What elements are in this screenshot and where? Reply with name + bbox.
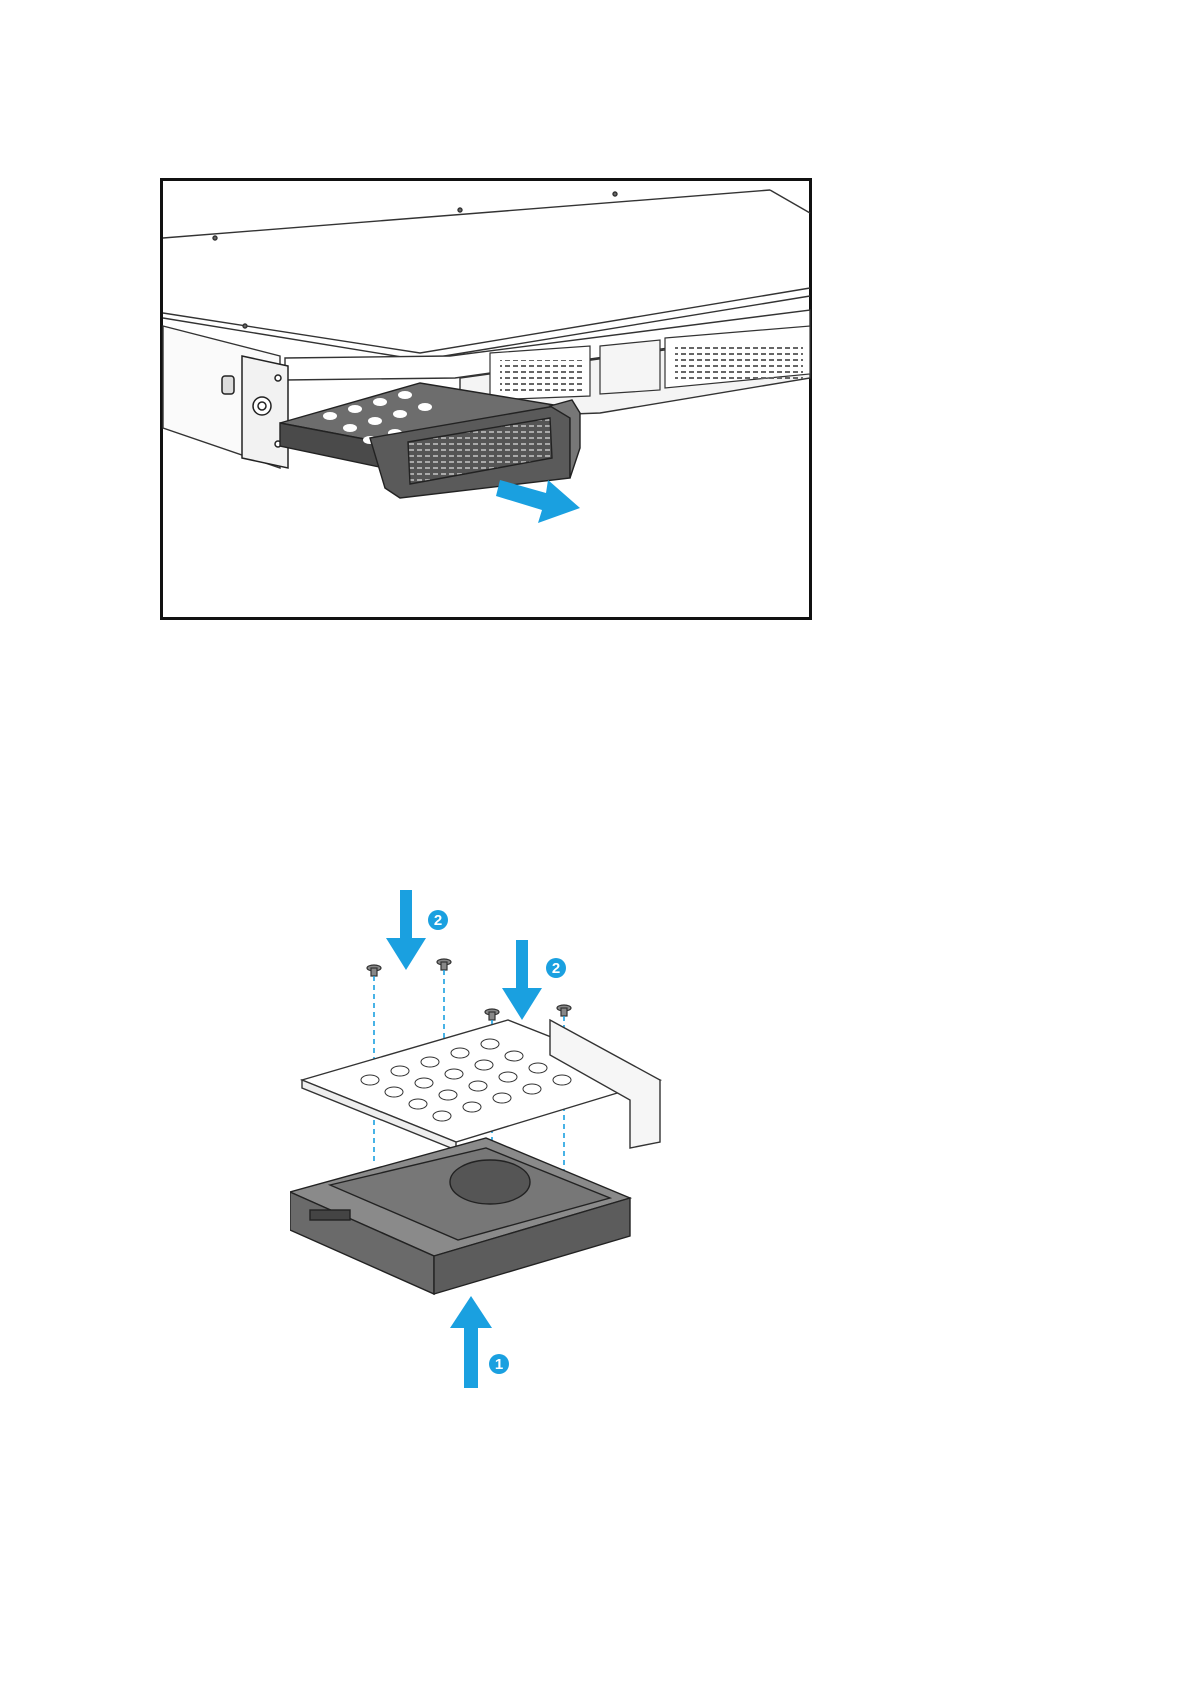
install-drive-illustration: 2 2 (290, 880, 710, 1400)
figure-install-drive: 2 2 (290, 880, 710, 1400)
callout-badge-1: 1 (489, 1354, 509, 1374)
figure-remove-tray (160, 178, 812, 620)
callout-label: 1 (495, 1356, 503, 1373)
callout-label: 2 (434, 912, 442, 929)
screw (437, 959, 451, 970)
screw (367, 965, 381, 976)
callout-label: 2 (552, 960, 560, 977)
arrow-up (450, 1296, 492, 1388)
callout-badge-2b: 2 (546, 958, 566, 978)
arrow-down-right (502, 940, 542, 1020)
callout-badge-2a: 2 (428, 910, 448, 930)
hard-drive (290, 1138, 630, 1294)
drive-tray (302, 1020, 660, 1150)
arrow-down-left (386, 890, 426, 970)
screw (485, 1009, 499, 1020)
screw (557, 1005, 571, 1016)
remove-tray-illustration (160, 178, 812, 620)
